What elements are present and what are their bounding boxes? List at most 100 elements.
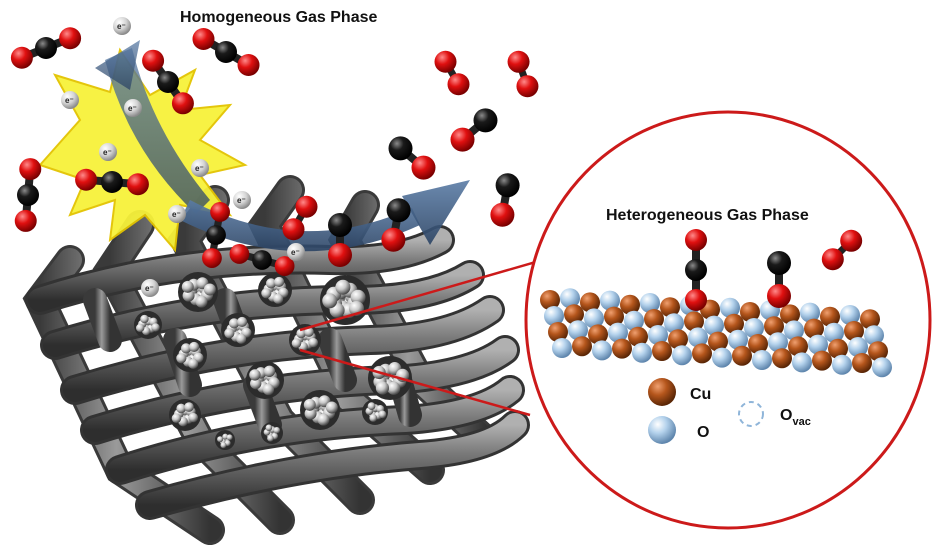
lattice-o-atom: [584, 308, 604, 329]
oxygen-atom: [202, 248, 222, 268]
cu-atom: [844, 321, 864, 341]
cluster-bump: [317, 413, 330, 426]
cluster-bump: [273, 293, 284, 304]
lattice-o-atom: [664, 313, 684, 334]
lattice-o-atom: [864, 325, 884, 346]
cluster-bump: [335, 279, 351, 295]
cu-atom: [684, 311, 704, 332]
carbon-atom: [328, 213, 352, 237]
cluster-bump: [220, 442, 227, 449]
flow-arrow-down-head: [95, 40, 140, 90]
co2-molecule: [14, 158, 42, 232]
lattice-o-atom: [720, 297, 740, 318]
lattice-o-atom: [832, 354, 852, 375]
electron-label: e⁻: [172, 210, 181, 219]
carbon-atom: [101, 171, 123, 193]
cu-atom: [652, 341, 672, 361]
electron-label: e⁻: [103, 148, 112, 157]
cu-atom: [548, 322, 568, 342]
cu-atom: [660, 297, 680, 318]
cu-atom: [860, 309, 880, 330]
cu-atom: [572, 336, 592, 357]
cluster-bump: [308, 337, 319, 348]
oxygen-atom: [328, 243, 352, 267]
cu-atom: [852, 353, 872, 373]
cluster-bump: [236, 316, 248, 328]
nanoparticle-cluster: [258, 273, 292, 307]
cluster-bump: [273, 426, 281, 434]
co-molecule: [388, 136, 436, 180]
co2-molecule: [75, 168, 149, 196]
electron: e⁻: [168, 205, 186, 223]
electron-label: e⁻: [291, 248, 300, 257]
cluster-bump: [304, 327, 314, 337]
oxygen-atom: [295, 195, 318, 218]
carbon-atom: [215, 41, 237, 63]
carbon-atom: [206, 225, 226, 245]
lattice-o-atom: [544, 306, 564, 326]
oxygen-atom: [126, 173, 149, 196]
electron-label: e⁻: [117, 22, 126, 31]
electron-label: e⁻: [145, 284, 154, 293]
lattice-o-atom: [600, 290, 620, 311]
oxygen-atom: [10, 46, 33, 69]
cu2o-surface-lattice: [540, 288, 892, 378]
cluster-bump: [262, 383, 275, 396]
cluster-bump: [217, 436, 224, 443]
oxygen-atom: [685, 289, 707, 311]
lattice-o-atom: [728, 329, 748, 350]
cu-atom: [588, 324, 608, 345]
co-molecule: [381, 198, 411, 252]
lattice-o-atom: [752, 350, 772, 370]
electrons: e⁻e⁻e⁻e⁻e⁻e⁻e⁻e⁻e⁻: [61, 17, 305, 297]
cluster-bump: [249, 369, 261, 381]
lattice-o-atom: [672, 345, 692, 366]
carbon-atom: [17, 184, 39, 206]
oxygen-atom: [282, 218, 305, 241]
oxygen-atom: [411, 155, 436, 180]
cluster-bump: [236, 333, 247, 344]
cu-atom: [628, 326, 648, 347]
gas-phase-molecules: [10, 27, 539, 276]
cluster-bump: [263, 365, 276, 378]
carbon-atom: [473, 108, 498, 133]
o2-molecule: [507, 50, 539, 98]
electron: e⁻: [233, 191, 251, 209]
oxygen-atom: [171, 92, 194, 115]
cluster-bump: [176, 353, 187, 364]
cluster-bump: [304, 407, 317, 420]
homogeneous-gas-phase-title: Homogeneous Gas Phase: [180, 9, 377, 26]
cluster-bump: [350, 289, 366, 305]
cluster-bump: [188, 358, 199, 369]
carbon-atom: [685, 259, 707, 281]
nanoparticle-cluster: [173, 338, 207, 372]
adsorbed-co: [767, 251, 791, 308]
cu-atom: [708, 331, 728, 352]
cu-atom: [820, 306, 840, 327]
lattice-o-atom: [552, 338, 572, 358]
cluster-bump: [184, 402, 194, 412]
electron: e⁻: [61, 91, 79, 109]
cu-atom: [748, 334, 768, 354]
oxygen-atom: [507, 50, 530, 73]
electron-sphere: [287, 243, 305, 261]
oxygen-atom: [840, 229, 863, 252]
lattice-o-atom: [592, 340, 612, 361]
cu-atom: [564, 304, 584, 325]
cluster-bump: [188, 341, 200, 353]
electron-sphere: [124, 99, 142, 117]
nanoparticle-cluster: [221, 313, 255, 347]
lattice-o-atom: [568, 320, 588, 341]
cluster-bump: [224, 328, 235, 339]
zoom-inset: [524, 110, 932, 530]
oxygen-atom: [434, 50, 457, 73]
electron-sphere: [191, 159, 209, 177]
cluster-bump: [261, 288, 272, 299]
cu-atom: [620, 294, 640, 315]
cu-atom: [604, 306, 624, 327]
cu-atom: [612, 338, 632, 359]
oxygen-atom: [19, 158, 42, 181]
zoom-connector-lines: [299, 253, 561, 417]
cluster-bump: [140, 314, 149, 324]
cu-atom: [692, 343, 712, 364]
